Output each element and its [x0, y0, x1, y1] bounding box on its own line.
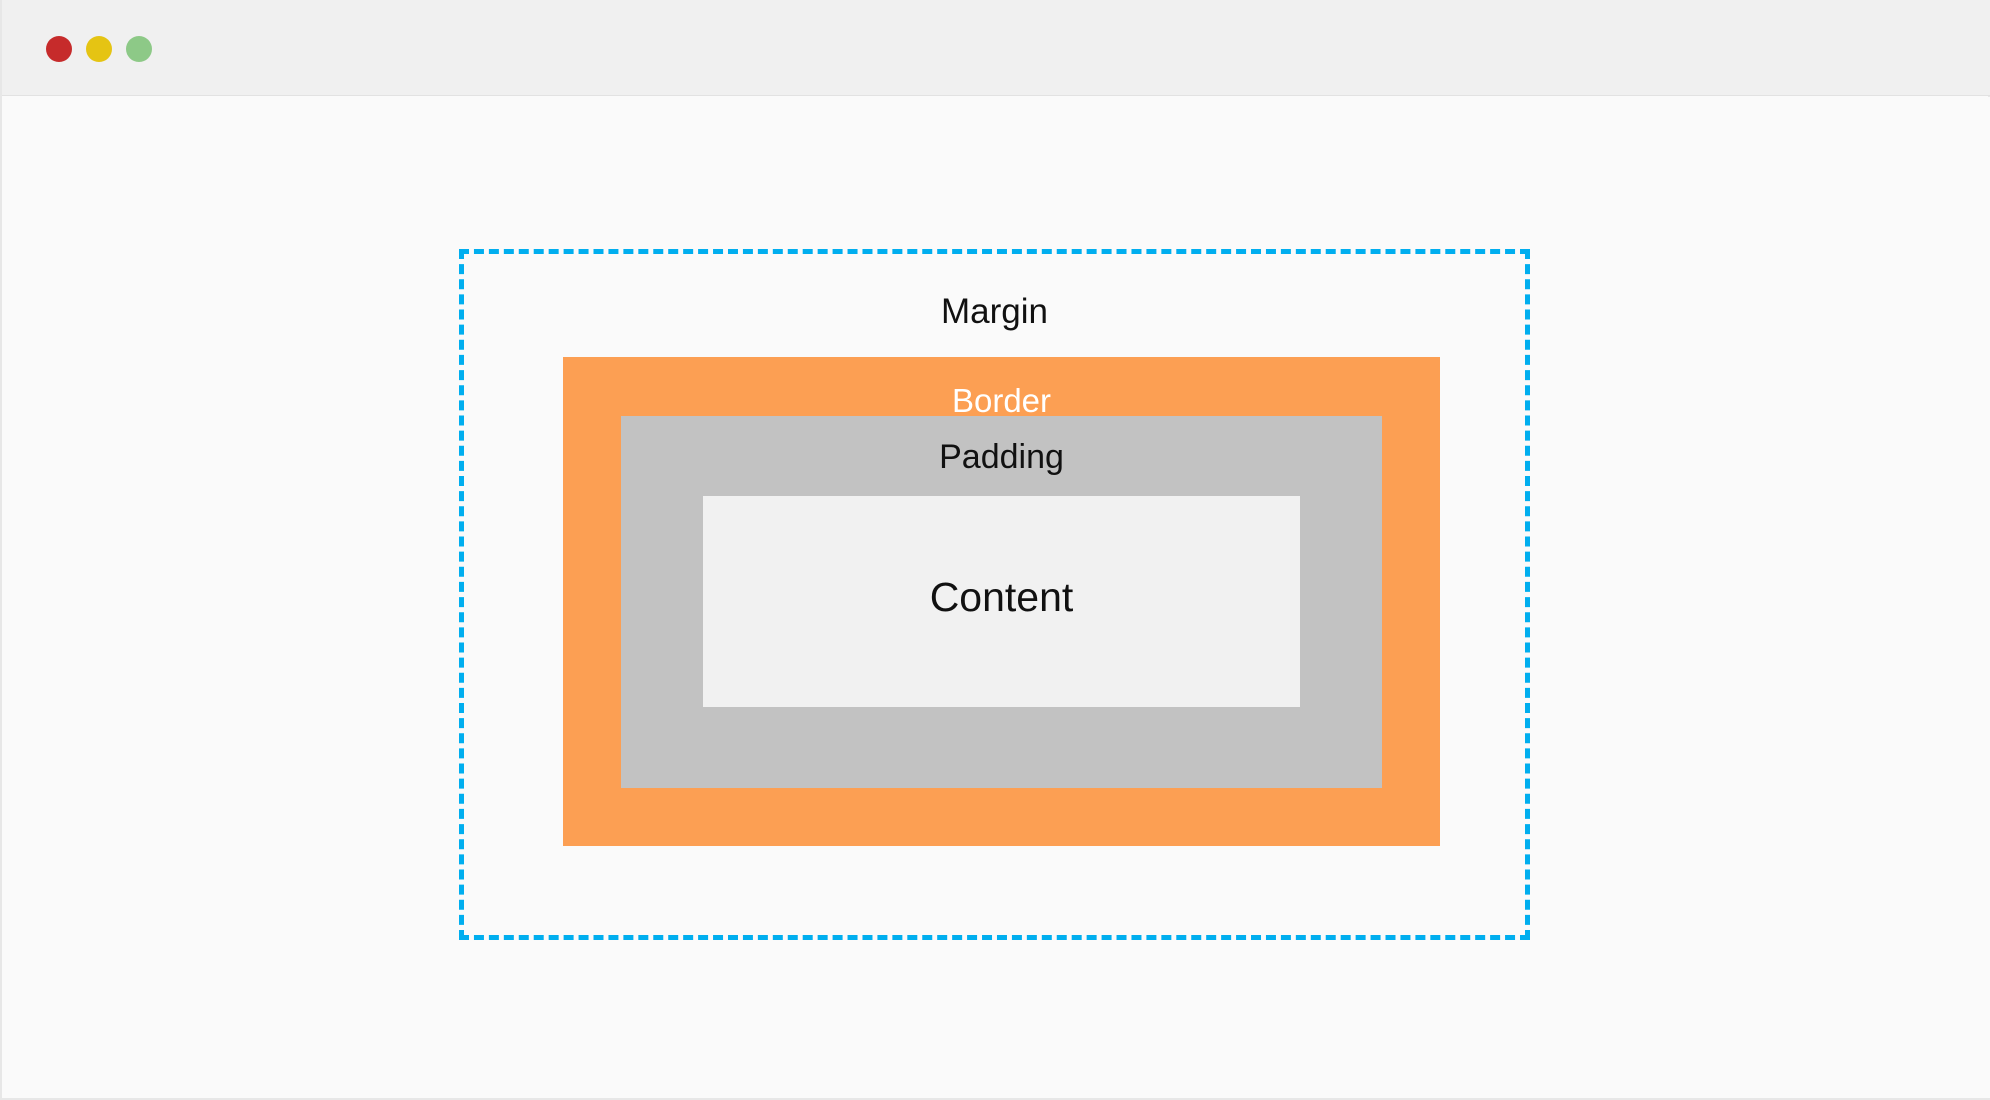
window-titlebar — [2, 0, 1990, 96]
margin-label: Margin — [941, 292, 1048, 331]
content-label: Content — [929, 574, 1074, 620]
box-model-content-layer: Content — [703, 496, 1300, 707]
box-model-padding-layer: Padding Content — [621, 416, 1382, 788]
window-controls — [46, 36, 152, 62]
diagram-canvas: Margin Border Padding Content — [2, 97, 1990, 1098]
box-model-border-layer: Border Padding Content — [563, 357, 1440, 846]
minimize-button[interactable] — [86, 36, 112, 62]
border-label: Border — [951, 382, 1052, 419]
close-button[interactable] — [46, 36, 72, 62]
box-model-margin-layer: Margin Border Padding Content — [459, 249, 1530, 940]
maximize-button[interactable] — [126, 36, 152, 62]
padding-label: Padding — [939, 438, 1064, 476]
